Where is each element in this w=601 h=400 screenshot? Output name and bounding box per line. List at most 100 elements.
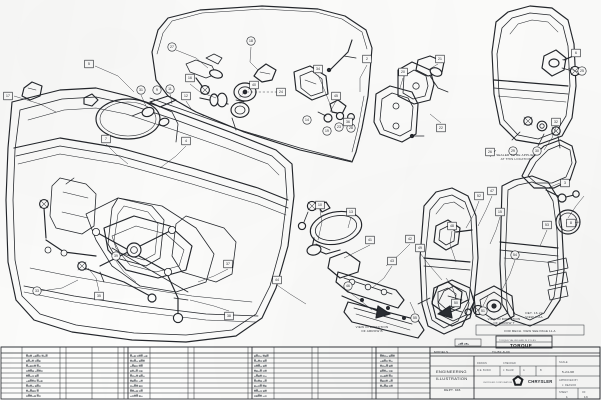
callout-square: [398, 67, 408, 77]
callout-square: [495, 207, 505, 217]
callout-bubble[interactable]: 55: [410, 313, 420, 323]
callout-number: 37: [226, 262, 230, 266]
callout-bubble[interactable]: 49: [415, 243, 425, 253]
callout-square: [3, 91, 13, 101]
callout-bubble[interactable]: 11: [165, 84, 175, 94]
callout-bubble[interactable]: 3: [560, 178, 570, 188]
callout-bubble[interactable]: 51: [478, 306, 488, 316]
callout-bubble[interactable]: 6: [571, 48, 581, 58]
callout-number: 33: [35, 289, 39, 293]
callout-number: 54: [513, 253, 517, 257]
callout-bubble[interactable]: 12: [181, 91, 191, 101]
callout-bubble[interactable]: 46: [343, 281, 353, 291]
callout-number: 19: [325, 129, 329, 133]
callout-bubble[interactable]: 40: [249, 80, 259, 90]
callout-bubble[interactable]: 9: [152, 85, 162, 95]
callout-bubble[interactable]: 17: [3, 91, 13, 101]
drawing-region-title-block: [430, 347, 600, 399]
svg-text:▅▂▆▄▃ ▆: ▅▂▆▄▃ ▆: [25, 389, 40, 392]
callout-number: 3: [564, 181, 566, 185]
callout-square: [181, 91, 191, 101]
callout-bubble[interactable]: 34: [313, 64, 323, 74]
callout-number: 47: [490, 189, 494, 193]
outside-mirror-assembly: [297, 200, 425, 339]
callout-square: [223, 259, 233, 269]
callout-bubble[interactable]: 10: [315, 200, 325, 210]
callout-bubble[interactable]: 32: [551, 117, 561, 127]
callout-number: 45: [334, 94, 338, 98]
loose-hardware-top: [253, 63, 277, 83]
drawing-region-trim-panel: [490, 4, 582, 150]
callout-circle: [302, 115, 312, 125]
callout-bubble[interactable]: 24: [276, 87, 286, 97]
callout-bubble[interactable]: 18: [246, 36, 256, 46]
callout-square: [362, 54, 372, 64]
callout-bubble[interactable]: 21: [435, 54, 445, 64]
drawn-value: C.E. BUICK: [477, 369, 491, 372]
of-value: 13: [584, 395, 588, 399]
callout-bubble[interactable]: 8: [566, 218, 576, 228]
callout-bubble[interactable]: 15: [495, 207, 505, 217]
callout-bubble[interactable]: 47: [487, 186, 497, 196]
callout-bubble[interactable]: 45: [331, 91, 341, 101]
callout-bubble[interactable]: 33: [32, 286, 42, 296]
callout-number: 48: [450, 224, 454, 228]
callout-number: 8: [570, 221, 572, 225]
callout-bubble[interactable]: 26: [485, 147, 495, 157]
callout-bubble[interactable]: 23: [334, 122, 344, 132]
svg-text:▄▅▂▆ ▃▄: ▄▅▂▆ ▃▄: [130, 369, 143, 372]
callout-bubble[interactable]: 19: [322, 126, 332, 136]
callout-circle: [343, 281, 353, 291]
callout-bubble[interactable]: 13: [346, 207, 356, 217]
callout-circle: [152, 85, 162, 95]
callout-number: 30: [535, 149, 539, 153]
callout-square: [451, 298, 461, 308]
models-label: MODELS: [434, 350, 448, 354]
callout-bubble[interactable]: 35: [94, 291, 104, 301]
callout-bubble[interactable]: 30: [532, 146, 542, 156]
svg-text:▂▄▆▃ ▅▂: ▂▄▆▃ ▅▂: [379, 359, 394, 362]
callout-bubble[interactable]: 43: [387, 256, 397, 266]
callout-bubble[interactable]: 53: [542, 220, 552, 230]
callout-number: 38: [227, 314, 231, 318]
callout-bubble[interactable]: 41: [365, 235, 375, 245]
callout-number: 20: [401, 70, 405, 74]
callout-circle: [510, 250, 520, 260]
callout-circle: [577, 66, 587, 76]
callout-bubble[interactable]: 44: [272, 275, 282, 285]
approved-label: APPROVED BY: [559, 379, 578, 382]
callout-bubble[interactable]: 25: [577, 66, 587, 76]
callout-bubble[interactable]: 22: [436, 123, 446, 133]
drawn-label: DRAWN: [477, 362, 487, 365]
callout-bubble[interactable]: 54: [510, 250, 520, 260]
view-note-center-line2: OF ARROW B: [361, 329, 383, 333]
callout-bubble[interactable]: 36: [343, 117, 353, 127]
models-value: TG/82-8-00: [492, 350, 510, 354]
callout-number: 12: [184, 94, 188, 98]
callout-number: 15: [498, 210, 502, 214]
callout-number: 14: [305, 118, 309, 122]
callout-number: 7: [105, 137, 107, 141]
svg-text:▂▆▄▃ ▅▆: ▂▆▄▃ ▅▆: [129, 364, 144, 367]
callout-bubble[interactable]: 37: [223, 259, 233, 269]
callout-number: 40: [252, 83, 256, 87]
callout-bubble[interactable]: 27: [167, 42, 177, 52]
callout-bubble[interactable]: 38: [224, 311, 234, 321]
callout-bubble[interactable]: 7: [101, 134, 111, 144]
callout-bubble[interactable]: 50: [451, 298, 461, 308]
callout-bubble[interactable]: 2: [362, 54, 372, 64]
callout-bubble[interactable]: 52: [474, 191, 484, 201]
callout-bubble[interactable]: 16: [185, 73, 195, 83]
svg-text:▃▅▆▂ ▄▅: ▃▅▆▂ ▄▅: [253, 364, 268, 367]
callout-bubble[interactable]: 42: [405, 234, 415, 244]
callout-bubble[interactable]: 29: [508, 146, 518, 156]
callout-bubble[interactable]: 39: [111, 251, 121, 261]
callout-bubble[interactable]: 14: [302, 115, 312, 125]
callout-bubble[interactable]: 5: [84, 59, 94, 69]
callout-bubble[interactable]: 4: [181, 136, 191, 146]
callout-bubble[interactable]: 20: [398, 67, 408, 77]
callout-number: 31: [139, 88, 143, 92]
callout-bubble[interactable]: 31: [136, 85, 146, 95]
callout-bubble[interactable]: 48: [447, 221, 457, 231]
